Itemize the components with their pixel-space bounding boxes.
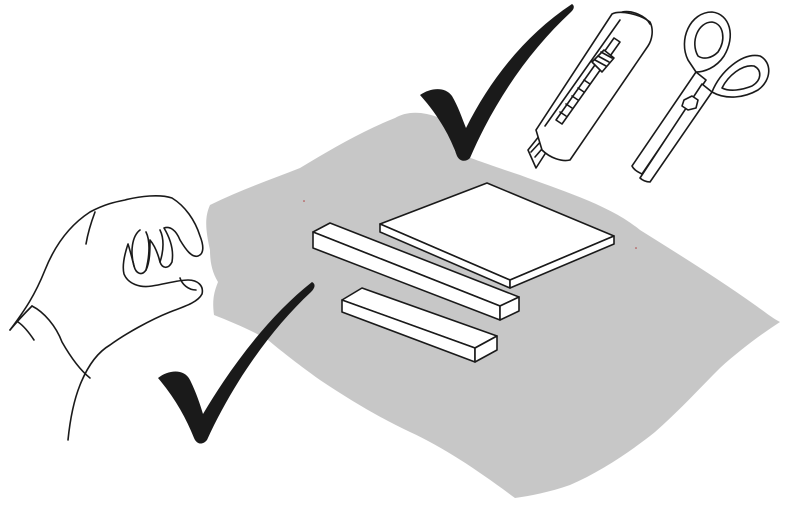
hand-icon	[9, 195, 204, 441]
speck	[303, 200, 305, 202]
scissors-icon	[631, 11, 770, 183]
checkmark-icon	[420, 4, 574, 161]
checkmark-icon	[158, 282, 315, 444]
speck	[635, 247, 637, 249]
long-strip	[312, 222, 520, 321]
square-board	[379, 182, 615, 289]
short-strip	[341, 287, 498, 363]
utility-knife-icon	[527, 10, 653, 169]
